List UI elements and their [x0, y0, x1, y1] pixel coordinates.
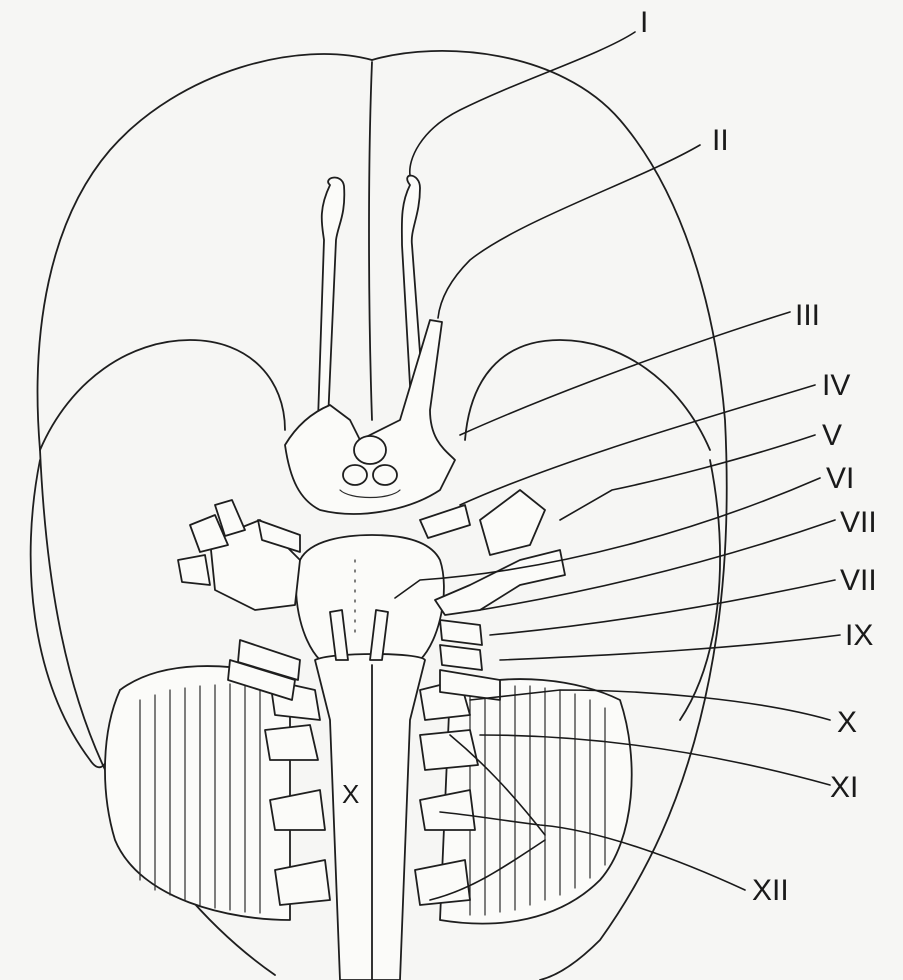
label-I: I: [640, 6, 648, 39]
label-X: X: [837, 706, 857, 739]
leader-IV: [460, 385, 815, 505]
label-IX: IX: [845, 619, 873, 652]
label-VI: VI: [826, 462, 854, 495]
label-III: III: [795, 299, 820, 332]
medulla: [315, 654, 425, 980]
center-label-X: X: [342, 779, 359, 809]
leader-VI: [395, 478, 820, 598]
label-VII-b: VII: [840, 564, 877, 597]
label-XII: XII: [752, 874, 789, 907]
leader-V: [560, 435, 815, 520]
label-IV: IV: [822, 369, 850, 402]
leader-VIIb: [490, 580, 835, 635]
label-VII-a: VII: [840, 506, 877, 539]
leader-I: [410, 32, 635, 175]
trigeminal-right: [420, 490, 565, 615]
pons: [296, 535, 444, 660]
trigeminal-left: [178, 500, 300, 610]
leader-IX: [500, 635, 840, 660]
leader-II: [438, 145, 700, 318]
label-XI: XI: [830, 771, 858, 804]
leader-III: [460, 312, 790, 435]
label-V: V: [822, 419, 842, 452]
label-II: II: [712, 124, 729, 157]
